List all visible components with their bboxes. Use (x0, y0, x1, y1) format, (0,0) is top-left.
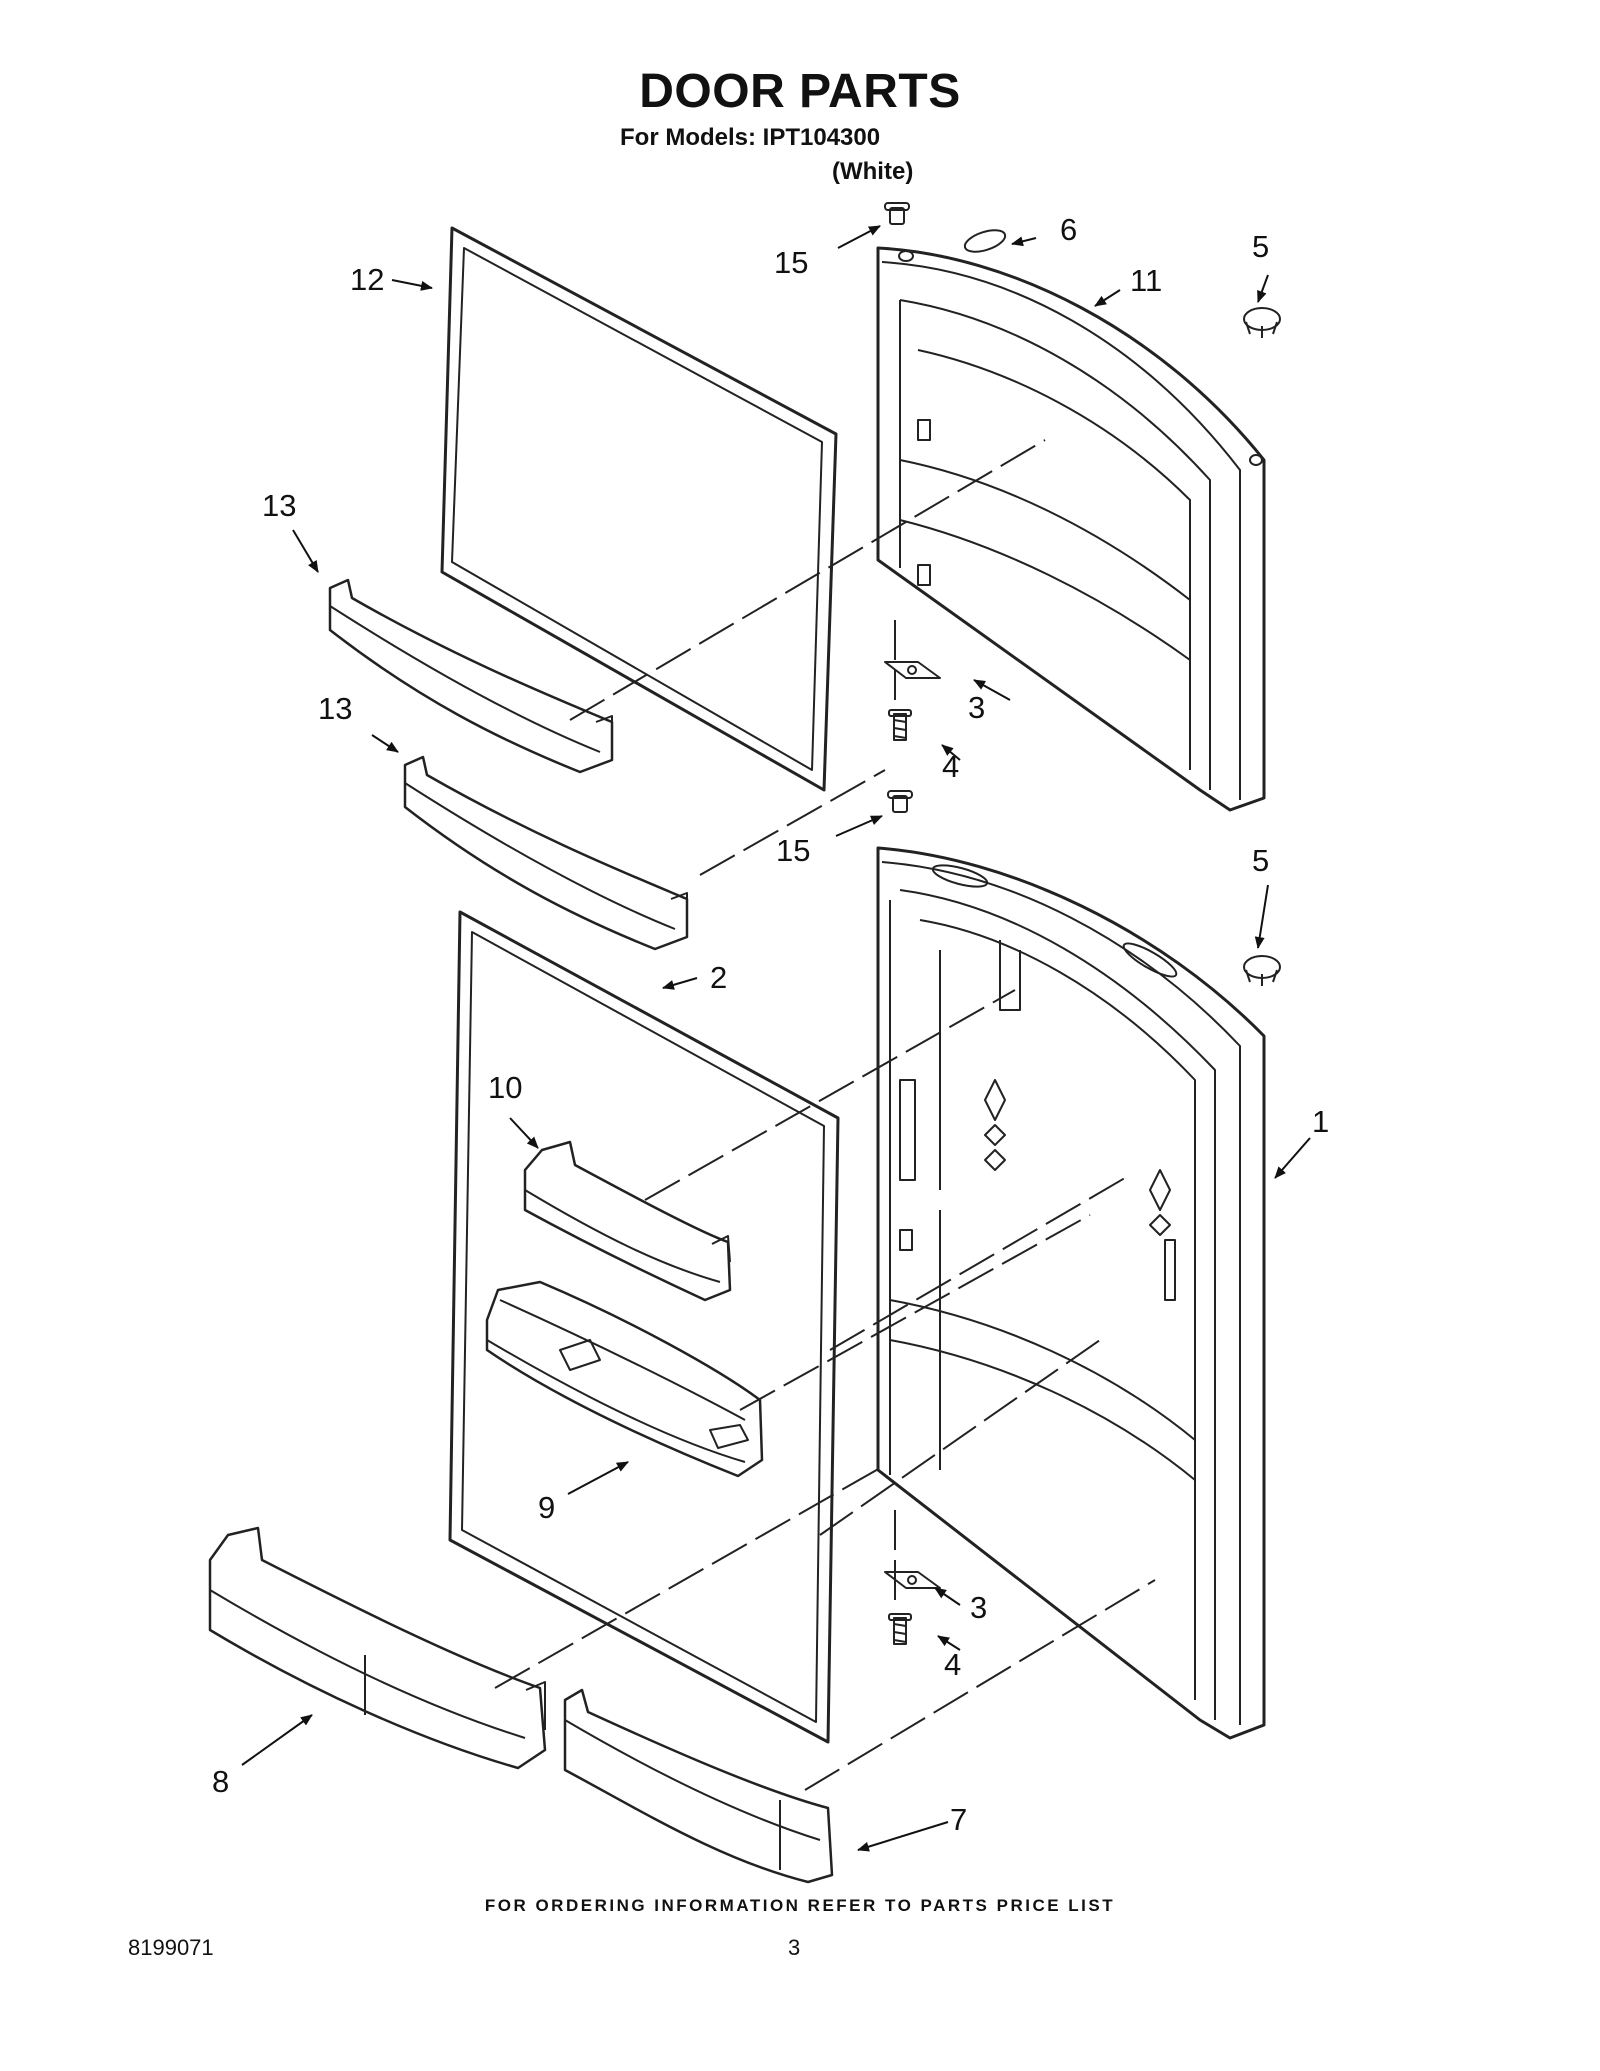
callout-13-lower: 13 (318, 691, 352, 726)
freezer-door (876, 246, 1266, 812)
callout-9: 9 (538, 1490, 555, 1525)
callout-6: 6 (1060, 212, 1077, 247)
page-number: 3 (788, 1935, 801, 1960)
callout-8: 8 (212, 1764, 229, 1799)
assembly-lines (494, 439, 1156, 1791)
page-title: DOOR PARTS (639, 65, 961, 118)
callout-2: 2 (710, 960, 727, 995)
small-door-bin (523, 1140, 732, 1302)
callout-13-upper: 13 (262, 488, 296, 523)
screw-upper (888, 709, 912, 741)
callout-10: 10 (488, 1070, 522, 1105)
callout-5-lower: 5 (1252, 843, 1269, 878)
callout-7: 7 (950, 1802, 967, 1837)
callout-4-upper: 4 (942, 749, 959, 784)
fresh-food-door-gasket (448, 910, 840, 1744)
large-door-bin (485, 1280, 764, 1478)
callout-1: 1 (1312, 1104, 1329, 1139)
hinge-bracket-lower (884, 1571, 941, 1589)
document-number: 8199071 (128, 1935, 214, 1960)
hinge-pin-upper (884, 202, 910, 225)
callout-3-upper: 3 (968, 690, 985, 725)
callout-3-lower: 3 (970, 1590, 987, 1625)
callout-15-lower: 15 (776, 833, 810, 868)
hinge-bracket-upper (884, 661, 941, 679)
hole-plug-upper (1243, 307, 1281, 338)
door-plug (963, 229, 1007, 253)
callout-12: 12 (350, 262, 384, 297)
fresh-food-door (876, 846, 1266, 1740)
freezer-door-gasket (440, 226, 838, 792)
hinge-pin-lower (887, 790, 913, 813)
callout-15-upper: 15 (774, 245, 808, 280)
callout-5-upper: 5 (1252, 229, 1269, 264)
callout-4-lower: 4 (944, 1647, 961, 1682)
models-line: For Models: IPT104300 (620, 124, 881, 151)
freezer-door-shelf-upper (328, 578, 614, 774)
bottom-door-bin (563, 1688, 834, 1884)
ordering-note: FOR ORDERING INFORMATION REFER TO PARTS … (484, 1896, 1116, 1915)
gallon-door-bin (208, 1526, 547, 1770)
leader-arrows (241, 225, 1311, 1852)
hole-plug-lower (1243, 955, 1281, 986)
freezer-door-shelf-lower (403, 755, 689, 951)
screw-lower (888, 1613, 912, 1645)
callout-11: 11 (1130, 263, 1162, 298)
variant-label: (White) (832, 158, 914, 185)
